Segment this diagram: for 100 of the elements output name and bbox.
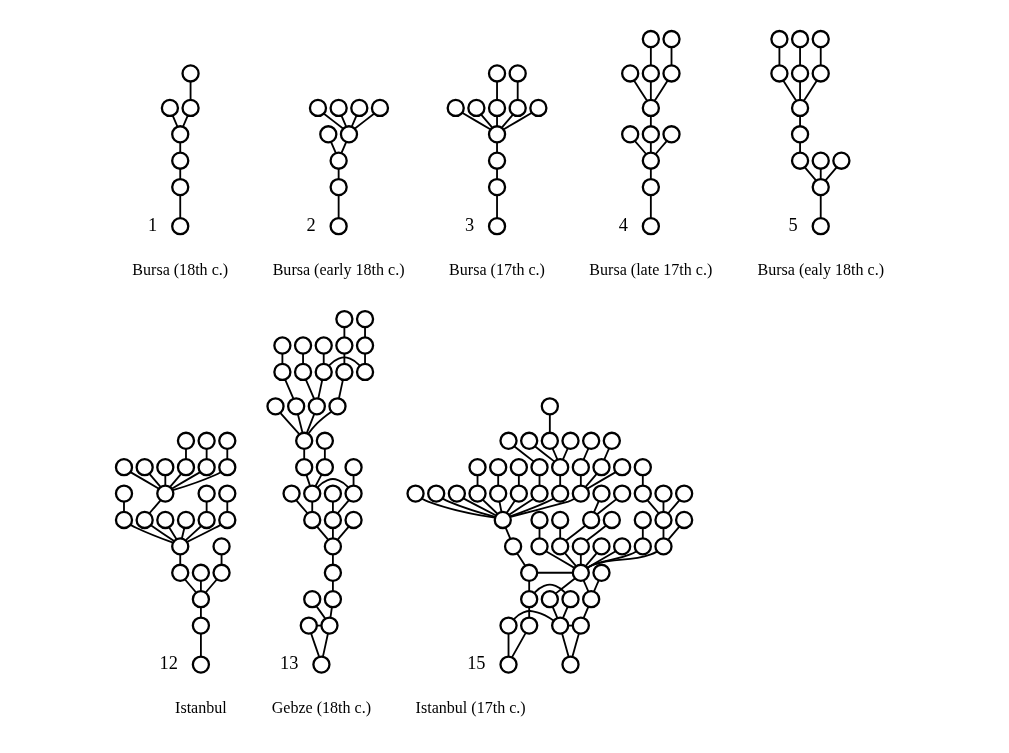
node-label: 15 (467, 652, 486, 673)
node-circle (811, 29, 830, 49)
node-circle (355, 362, 375, 382)
node-circle (323, 484, 343, 503)
node-circle (197, 510, 216, 530)
connector (819, 168, 822, 180)
connector (554, 577, 576, 595)
node-circle (832, 151, 851, 170)
node-label: Gebze (18th c.) (271, 699, 372, 717)
node-circle (299, 616, 318, 635)
node-circle (540, 397, 559, 416)
node-circle (487, 151, 507, 170)
connector (517, 474, 520, 487)
node-circle (181, 64, 200, 83)
node-circle (323, 510, 343, 530)
node-circle (770, 64, 789, 83)
connector (304, 378, 315, 400)
node-circle (160, 98, 180, 118)
node-circle (335, 309, 354, 329)
node-circle (571, 537, 590, 556)
node-circle (191, 590, 211, 609)
node-circle (551, 616, 570, 635)
node-circle (654, 484, 673, 503)
node-circle (427, 484, 446, 503)
node-circle (339, 125, 359, 144)
connector (799, 115, 801, 127)
node-circle (561, 590, 580, 609)
connector (551, 606, 559, 619)
node-circle (571, 616, 590, 635)
node-circle (293, 336, 313, 355)
node-circle (641, 177, 661, 197)
connector (496, 194, 498, 219)
node-circle (662, 64, 681, 83)
node-label: Bursa (early 18th c.) (272, 260, 405, 278)
connector (179, 194, 182, 219)
connector (516, 552, 527, 567)
connector (169, 473, 183, 488)
node-circle (156, 484, 175, 503)
node-circle (540, 590, 559, 609)
node-circle (197, 431, 216, 450)
connector (551, 447, 559, 461)
node-circle (520, 590, 539, 609)
node-circle (355, 336, 375, 355)
connector (667, 499, 681, 515)
node-circle (295, 431, 314, 450)
connector (303, 448, 306, 460)
connector (226, 448, 229, 460)
node-label: 13 (280, 652, 299, 673)
node-circle (493, 510, 512, 530)
connector (496, 80, 498, 101)
connector (148, 499, 162, 515)
connector (316, 478, 350, 488)
node-circle (811, 216, 830, 236)
node-circle (315, 458, 335, 477)
node-circle (191, 655, 211, 674)
node-circle (551, 458, 570, 477)
node-circle (273, 362, 292, 382)
node-circle (790, 151, 810, 170)
connector (328, 356, 361, 367)
node-circle (503, 537, 523, 556)
node-circle (582, 590, 601, 609)
connector (421, 497, 496, 519)
node-circle (571, 458, 590, 477)
node-circle (156, 458, 175, 477)
connector (586, 550, 617, 569)
connector (331, 553, 334, 566)
node-circle (287, 397, 306, 416)
node-circle (335, 336, 354, 355)
connector (323, 112, 344, 130)
node-circle (621, 125, 640, 144)
connector (803, 79, 818, 102)
node-circle (811, 177, 830, 197)
connector (508, 498, 535, 516)
connector (649, 168, 652, 180)
node-circle (520, 616, 539, 635)
connector (310, 632, 321, 658)
connector (186, 523, 222, 543)
connector (562, 447, 569, 461)
connector (511, 632, 527, 659)
connector (667, 525, 681, 541)
connector (633, 79, 648, 102)
connector (311, 500, 314, 513)
node-circle (314, 336, 333, 355)
connector (336, 499, 350, 515)
node-circle (561, 655, 580, 674)
node-circle (303, 590, 322, 609)
node-circle (612, 458, 632, 477)
connector (184, 578, 198, 594)
connector (205, 500, 208, 513)
connector (316, 525, 330, 541)
connector (343, 326, 346, 339)
connector (205, 448, 208, 460)
connector (180, 527, 186, 540)
connector (295, 499, 309, 515)
connector (331, 580, 334, 592)
node-circle (212, 563, 231, 582)
connector (462, 497, 498, 517)
connector (337, 194, 340, 219)
node-circle (551, 537, 570, 556)
connector (168, 526, 178, 541)
